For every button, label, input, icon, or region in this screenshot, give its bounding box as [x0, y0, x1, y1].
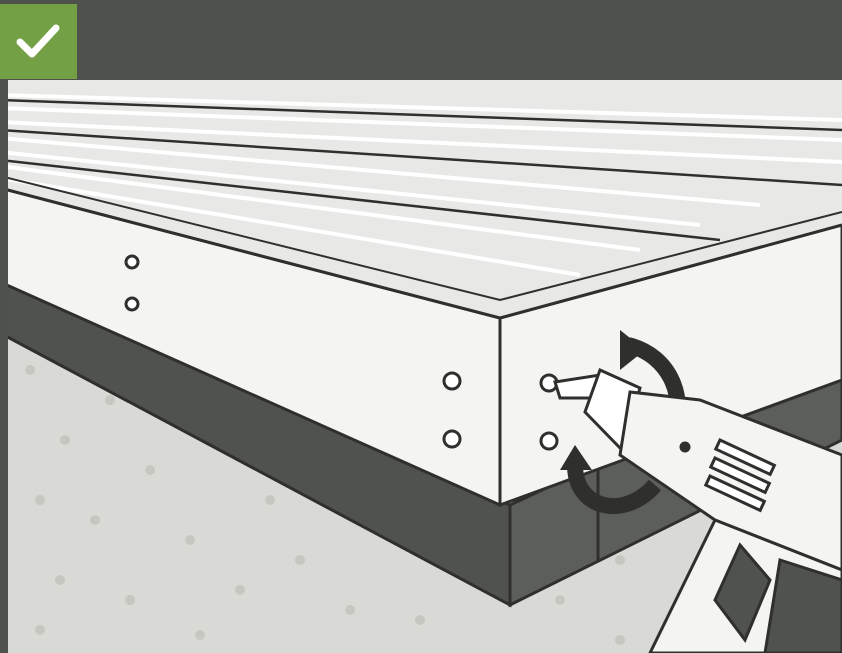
deck-fascia-drilling-illustration — [0, 80, 842, 653]
left-edge-rule — [0, 80, 8, 653]
step-header-bar — [0, 0, 842, 80]
completed-step-badge — [0, 4, 77, 79]
check-icon — [0, 4, 77, 79]
